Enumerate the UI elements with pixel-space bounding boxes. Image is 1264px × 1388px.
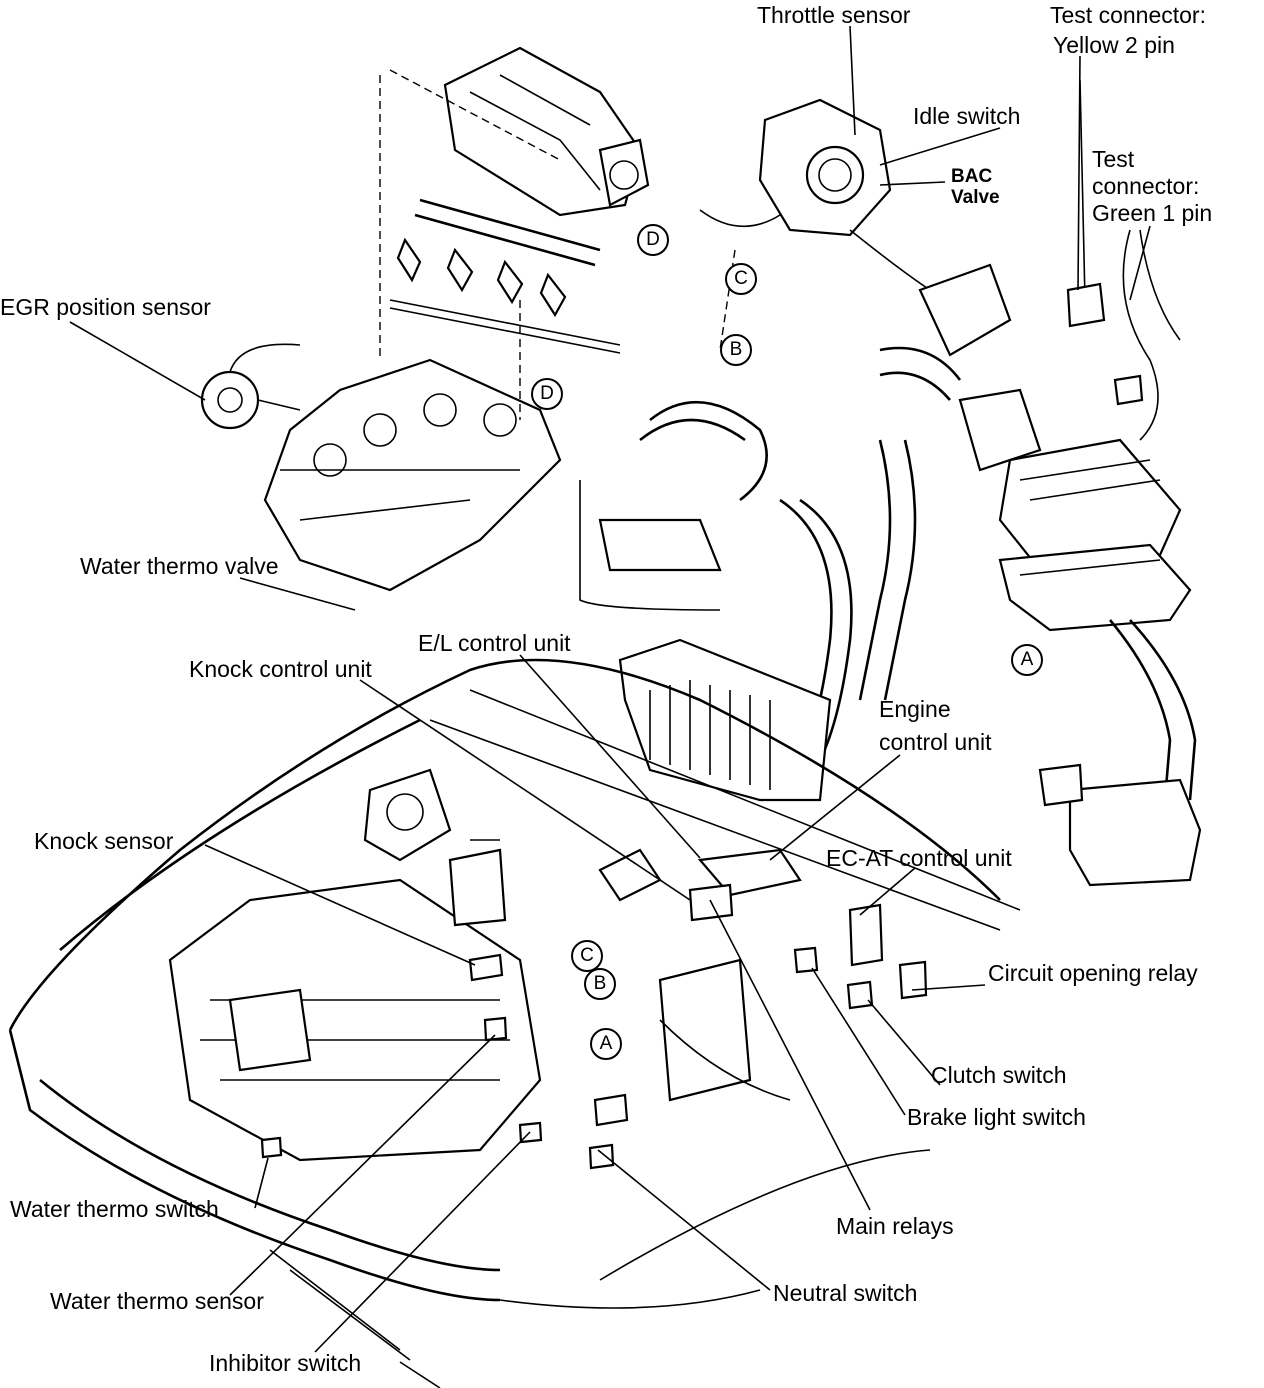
callout-a-lower: A: [590, 1028, 622, 1060]
bac-valve-label-line2: Valve: [951, 187, 1000, 208]
leader-lines: [69, 25, 1151, 1388]
ecat-control-unit-label: EC-AT control unit: [826, 845, 1012, 871]
test-connector-green-label-line1: Test: [1092, 146, 1135, 172]
brake-light-switch-label: Brake light switch: [907, 1104, 1086, 1130]
callout-c-lower: C: [571, 940, 603, 972]
circuit-opening-relay-label: Circuit opening relay: [988, 960, 1198, 986]
inhibitor-switch-label: Inhibitor switch: [209, 1350, 362, 1376]
test-connector-green-label-line3: Green 1 pin: [1092, 200, 1213, 226]
car-body: [8, 658, 1021, 1361]
test-connector-wiring: [1066, 79, 1181, 441]
callout-d-upper: D: [637, 224, 669, 256]
callout-a-right: A: [1011, 644, 1043, 676]
knock-control-unit-label: Knock control unit: [189, 656, 372, 682]
egr-valve: [200, 343, 301, 430]
air-flow-meter-and-cleaner: [958, 388, 1202, 887]
water-thermo-valve-label: Water thermo valve: [80, 553, 279, 579]
water-thermo-sensor-label: Water thermo sensor: [50, 1288, 264, 1314]
knock-sensor-label: Knock sensor: [34, 828, 174, 854]
clutch-switch-label: Clutch switch: [931, 1062, 1067, 1088]
egr-position-sensor-label: EGR position sensor: [0, 294, 211, 320]
injector-rail: [389, 198, 621, 354]
callout-d-lower: D: [531, 378, 563, 410]
neutral-switch-label: Neutral switch: [773, 1280, 918, 1306]
callout-b-lower: B: [584, 968, 616, 1000]
test-connector-yellow-label-line2: Yellow 2 pin: [1053, 32, 1175, 58]
engine-control-unit-label-line2: control unit: [879, 729, 992, 755]
water-thermo-switch-label: Water thermo switch: [10, 1196, 219, 1222]
callout-b-upper: B: [720, 334, 752, 366]
el-control-unit-label: E/L control unit: [418, 630, 571, 656]
engine-block: [168, 768, 542, 1162]
test-connector-green-label-line2: connector:: [1092, 173, 1200, 199]
hoses-and-pipes: [579, 263, 1012, 761]
intake-manifold: [263, 358, 562, 592]
bac-valve-label-line1: BAC: [951, 166, 993, 187]
throttle-sensor-label: Throttle sensor: [757, 2, 911, 28]
intercooler: [618, 638, 832, 802]
callout-c-upper: C: [725, 263, 757, 295]
test-connector-yellow-label-line1: Test connector:: [1050, 2, 1206, 28]
main-relays-label: Main relays: [836, 1213, 954, 1239]
intake-plenum: [443, 46, 650, 217]
throttle-body: [699, 98, 931, 291]
idle-switch-label: Idle switch: [913, 103, 1021, 129]
engine-control-unit-label-line1: Engine: [879, 696, 951, 722]
control-units-and-relays: [260, 848, 928, 1170]
